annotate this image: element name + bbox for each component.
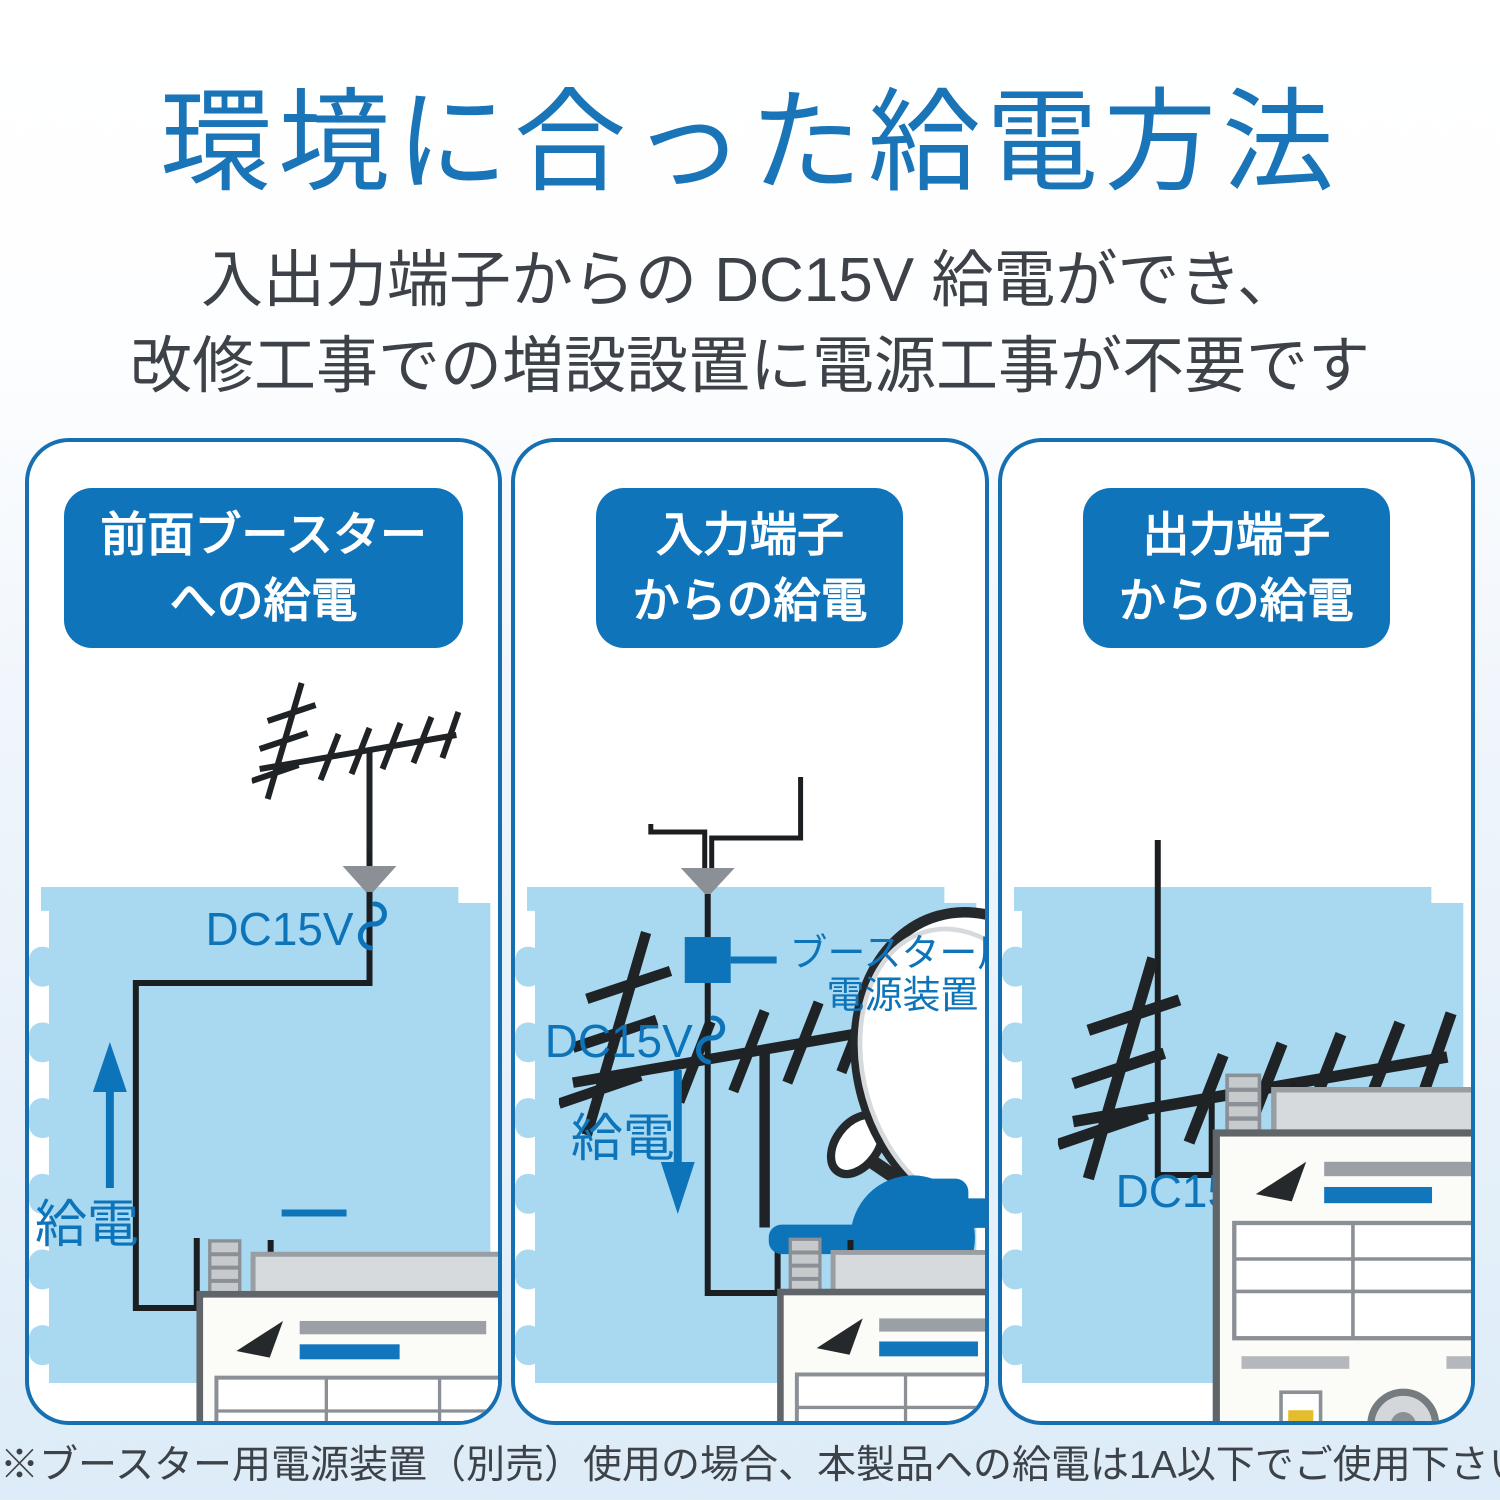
psu-label-line2: 電源装置: [827, 975, 979, 1017]
coax-cable: [705, 894, 781, 1296]
panel-output-terminal-feed: 出力端子 からの給電 DC15V 給電 ブースター用: [997, 438, 1475, 1425]
heading-line-1: 前面ブースター: [100, 508, 427, 561]
panel-heading: 出力端子 からの給電: [1082, 488, 1390, 648]
panel-heading: 入力端子 からの給電: [596, 488, 904, 648]
feed-label: 給電: [571, 1110, 675, 1168]
panel-heading-wrap: 出力端子 からの給電: [1002, 488, 1471, 648]
diagram-output-terminal: DC15V 給電 ブースター用 電源装置: [1001, 840, 1471, 1421]
psu-box-icon: [685, 937, 732, 983]
uhf-antenna-icon: [252, 683, 459, 852]
booster-unit-icon: [781, 1239, 985, 1421]
coil-icon: [357, 901, 387, 951]
page-title: 環境に合った給電方法: [160, 80, 1340, 205]
heading-line-2: からの給電: [632, 574, 868, 627]
feed-arrow-head: [661, 1162, 696, 1214]
footnote: ※ブースター用電源装置（別売）使用の場合、本製品への給電は1A以下でご使用下さい…: [0, 1444, 1500, 1487]
heading-line-1: 入力端子: [655, 508, 844, 561]
panel-front-booster-feed: 前面ブースター への給電 DC15V 給電: [25, 438, 503, 1425]
page-subtitle: 入出力端子からの DC15V 給電ができ、 改修工事での増設設置に電源工事が不要…: [0, 238, 1500, 410]
feed-arrow-head: [92, 1042, 127, 1092]
coax-cable: [132, 892, 373, 1311]
panel-heading: 前面ブースター への給電: [64, 488, 463, 648]
panel-input-terminal-feed: 入力端子 からの給電 ブースター用 電源装置 DC15V: [511, 438, 989, 1425]
heading-line-2: への給電: [169, 574, 358, 627]
panel-row: 前面ブースター への給電 DC15V 給電: [25, 438, 1475, 1425]
signal-arrowhead-icon: [342, 866, 397, 896]
heading-line-2: からの給電: [1118, 574, 1354, 627]
feed-label: 給電: [35, 1196, 139, 1254]
panel-heading-wrap: 前面ブースター への給電: [29, 488, 498, 648]
diagram-front-booster: DC15V 給電: [29, 442, 498, 1421]
panel-heading-wrap: 入力端子 からの給電: [515, 488, 984, 648]
psu-label-line1: ブースター用: [790, 933, 985, 975]
dish-cable: [709, 777, 804, 870]
booster-unit-icon: [1216, 1075, 1471, 1421]
voltage-label: DC15V: [545, 1015, 693, 1067]
diagram-input-terminal: ブースター用 電源装置 DC15V 給電: [515, 777, 985, 1421]
antenna-cable: [648, 824, 708, 870]
signal-arrowhead-icon: [681, 868, 736, 897]
heading-line-1: 出力端子: [1142, 508, 1331, 561]
subtitle-line-1: 入出力端子からの DC15V 給電ができ、: [201, 246, 1299, 315]
subtitle-line-2: 改修工事での増設設置に電源工事が不要です: [129, 332, 1370, 401]
voltage-label: DC15V: [206, 903, 354, 955]
coil-icon: [696, 1015, 726, 1065]
